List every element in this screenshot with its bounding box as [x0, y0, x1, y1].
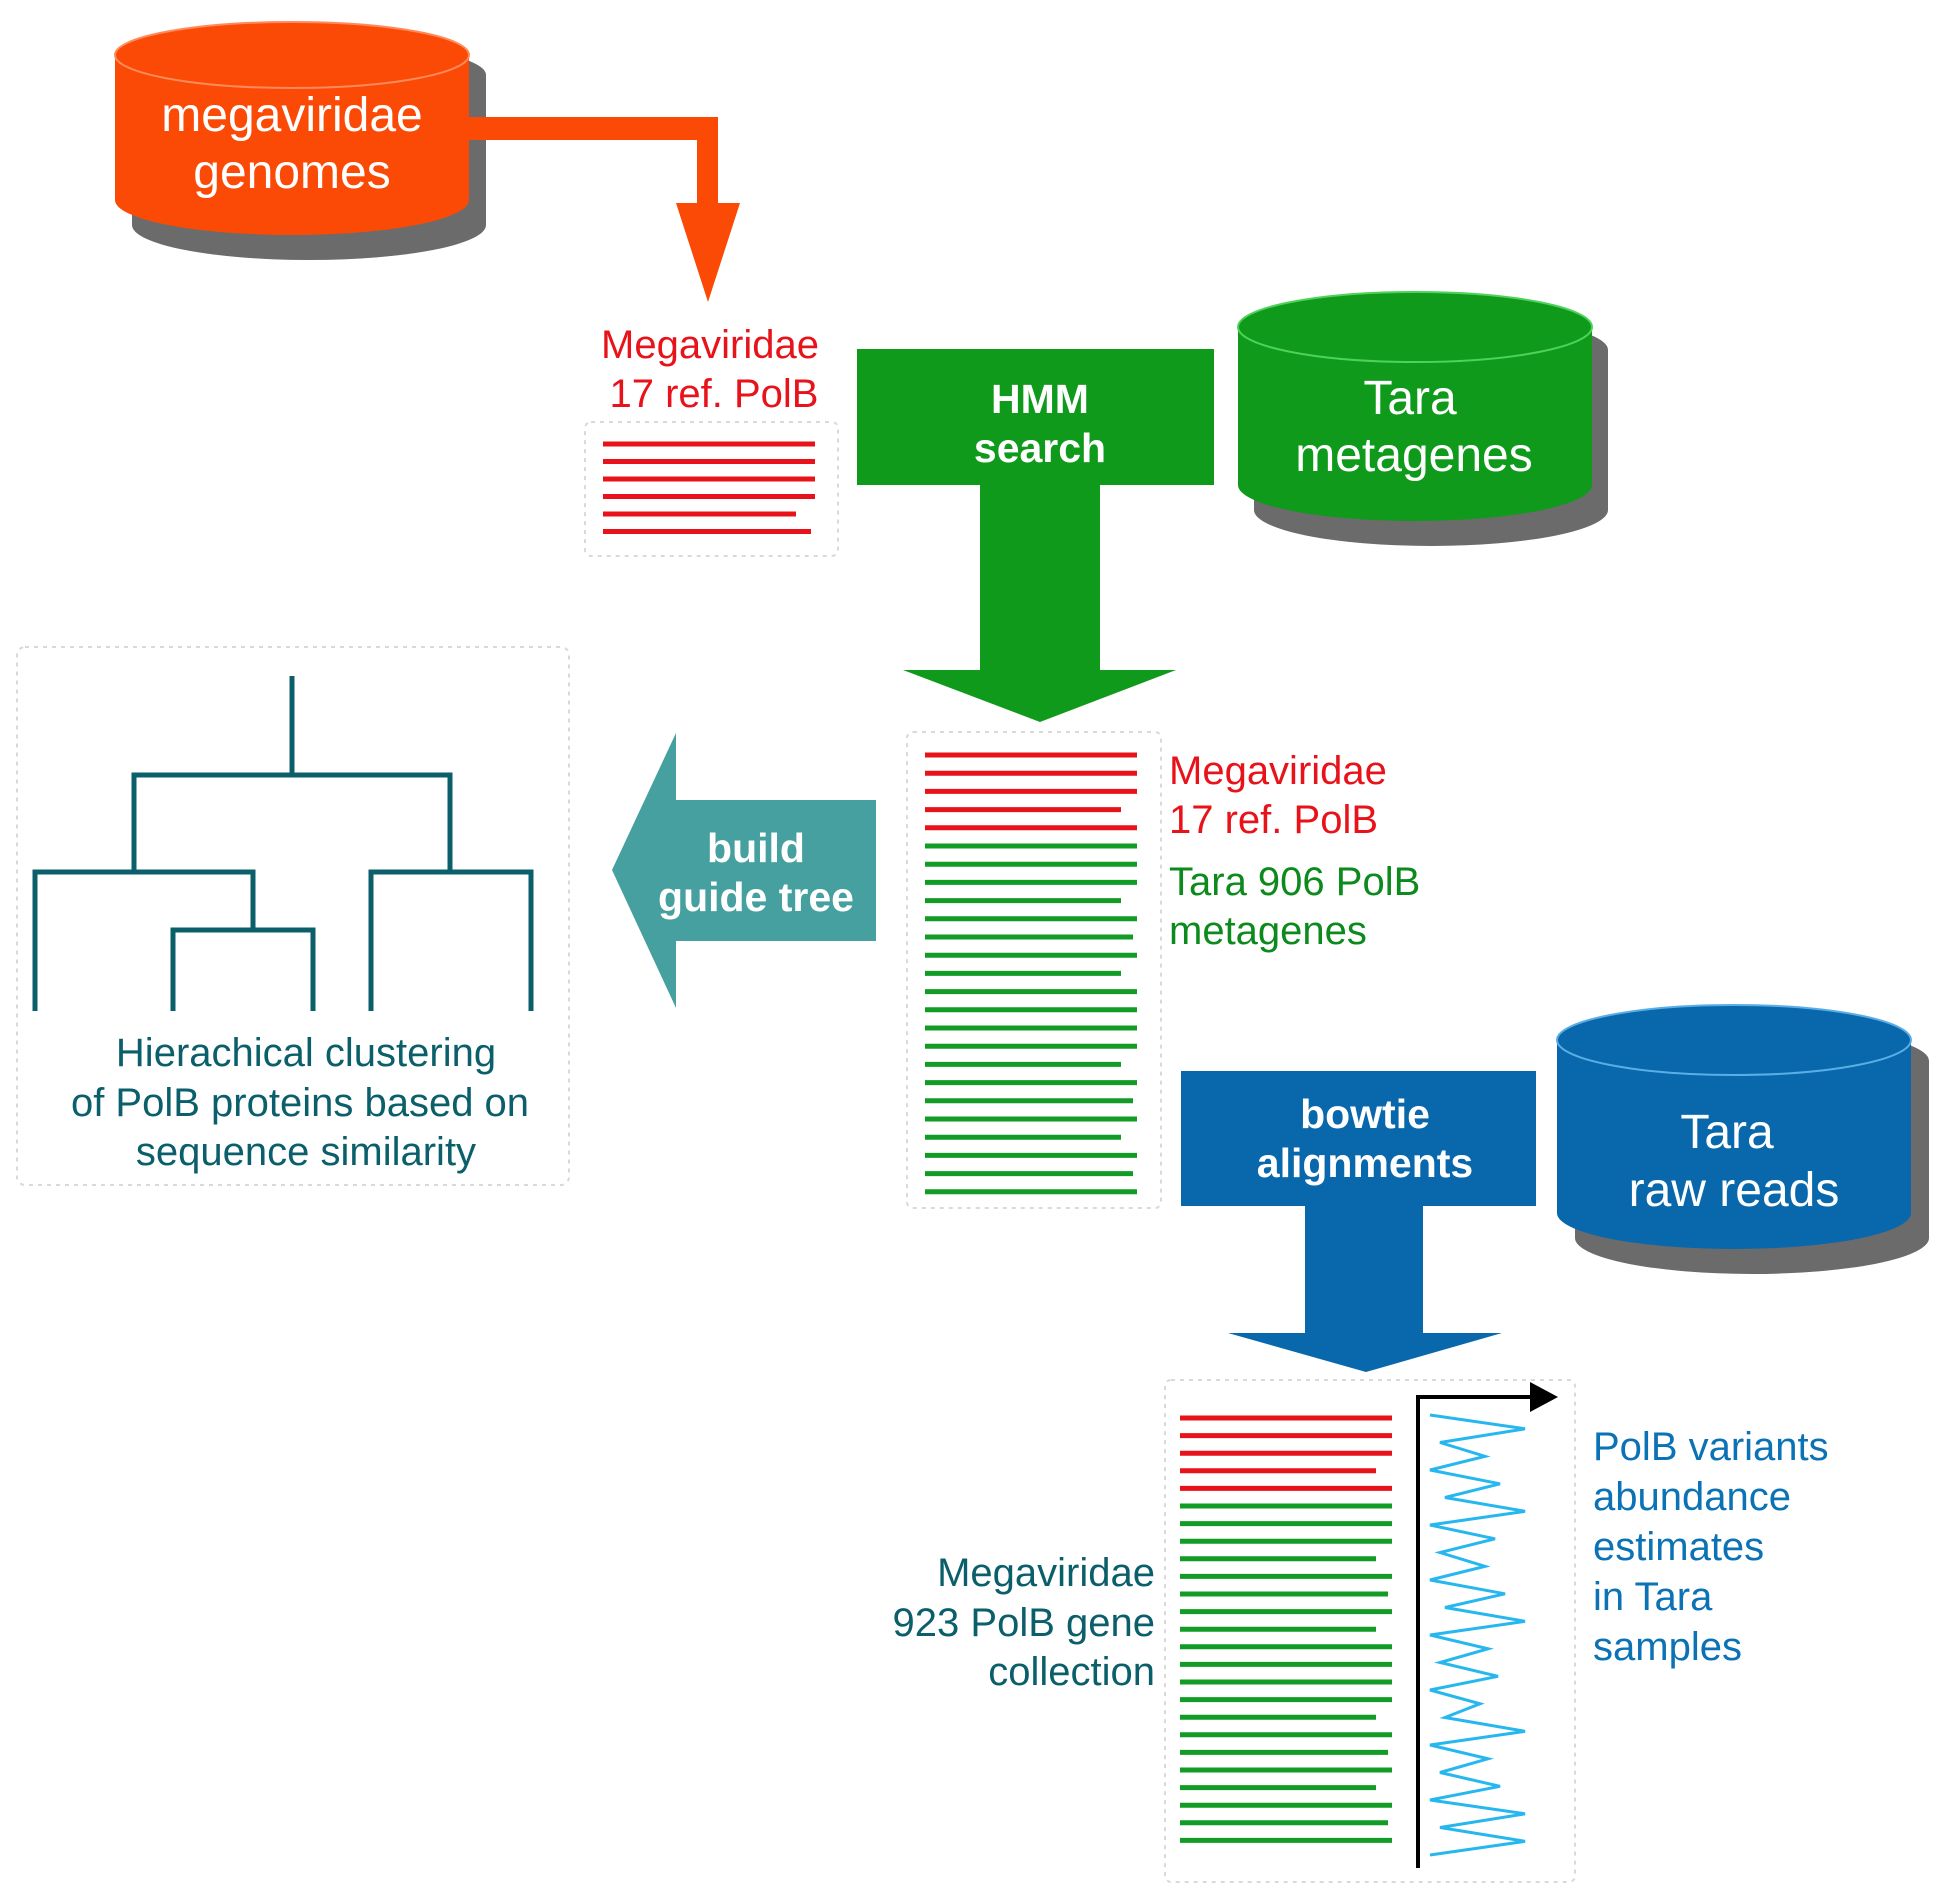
hmm-search-arrow-shape [857, 349, 1214, 722]
hmm-search-arrow: HMM search [857, 349, 1214, 722]
tara-raw-reads-database: Tara raw reads [1556, 1004, 1929, 1274]
combined-ref-label-line2: 17 ref. PolB [1169, 798, 1378, 842]
build-guide-tree-label-line1: build [707, 825, 805, 871]
abundance-label-line2: abundance [1593, 1475, 1791, 1519]
bowtie-alignments-arrow: bowtie alignments [1181, 1071, 1536, 1372]
ref-polb-label-line1: Megaviridae [601, 323, 819, 367]
combined-polb-box [906, 731, 1162, 1209]
abundance-axis [1416, 1382, 1558, 1868]
clustering-panel [16, 646, 570, 1186]
combined-polb-sequence-lines [925, 752, 1137, 1195]
gene-collection-sequence-lines [1180, 1415, 1392, 1843]
abundance-label-line5: samples [1593, 1625, 1742, 1669]
combined-ref-label-line1: Megaviridae [1169, 749, 1387, 793]
abundance-trace [1429, 1413, 1526, 1857]
megaviridae-genomes-label-line2: genomes [193, 146, 390, 199]
ref-polb-box [584, 421, 839, 557]
dendrogram-right-split [368, 869, 534, 1011]
tara-raw-reads-label-line2: raw reads [1629, 1164, 1840, 1217]
ref-polb-sequence-lines [603, 441, 815, 534]
megaviridae-genomes-database: megaviridae genomes [114, 21, 486, 260]
bowtie-label-line2: alignments [1257, 1140, 1473, 1186]
genomes-to-ref-arrow [467, 117, 740, 302]
database-top [1556, 1004, 1912, 1076]
tara-metagenes-label-line2: metagenes [1295, 429, 1533, 482]
clustering-label-line2: of PolB proteins based on [71, 1081, 529, 1125]
bowtie-label-line1: bowtie [1300, 1091, 1430, 1137]
dendrogram-top-split [131, 772, 453, 870]
collection-label-line3: collection [988, 1650, 1155, 1694]
hmm-search-label-line1: HMM [991, 376, 1089, 422]
tara-raw-reads-label-line1: Tara [1680, 1106, 1774, 1159]
abundance-axis-line [1416, 1395, 1532, 1868]
dendrogram [32, 676, 534, 1011]
build-guide-tree-arrow-shape [612, 733, 876, 1008]
abundance-label-line4: in Tara [1593, 1575, 1713, 1619]
tara-metagenes-label-line1: Tara [1363, 372, 1457, 425]
clustering-label-line1: Hierachical clustering [116, 1031, 496, 1075]
bowtie-alignments-arrow-shape [1181, 1071, 1536, 1372]
abundance-axis-arrowhead [1530, 1382, 1558, 1412]
build-guide-tree-arrow: build guide tree [612, 733, 876, 1008]
gene-collection-box [1164, 1379, 1576, 1883]
tara-polb-label-line1: Tara 906 PolB [1169, 860, 1420, 904]
megaviridae-genomes-label-line1: megaviridae [161, 89, 422, 142]
abundance-label-line1: PolB variants [1593, 1425, 1829, 1469]
database-top [114, 21, 470, 89]
collection-label-line1: Megaviridae [937, 1551, 1155, 1595]
hmm-search-label-line2: search [974, 425, 1106, 471]
dendrogram-left-split [32, 869, 256, 1011]
clustering-label-line3: sequence similarity [136, 1130, 476, 1174]
build-guide-tree-label-line2: guide tree [658, 874, 854, 920]
abundance-label-line3: estimates [1593, 1525, 1764, 1569]
tara-metagenes-database: Tara metagenes [1237, 291, 1608, 546]
tara-polb-label-line2: metagenes [1169, 909, 1367, 953]
database-top [1237, 291, 1593, 363]
collection-label-line2: 923 PolB gene [893, 1601, 1155, 1645]
ref-polb-label-line2: 17 ref. PolB [609, 372, 818, 416]
dendrogram-left-inner [170, 927, 316, 1011]
